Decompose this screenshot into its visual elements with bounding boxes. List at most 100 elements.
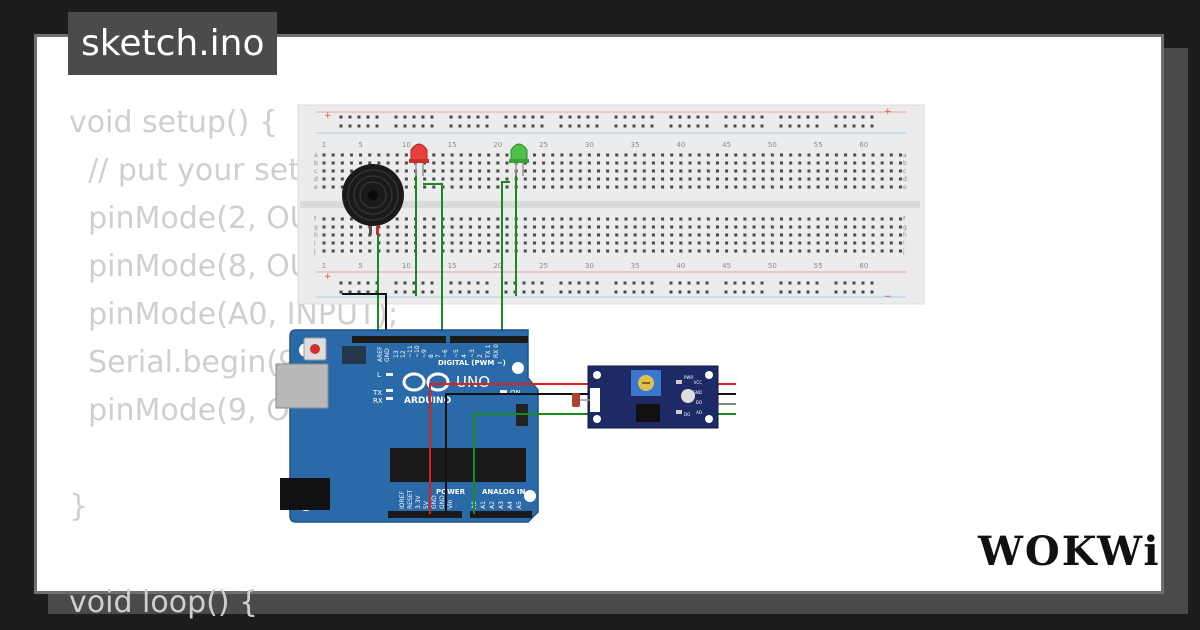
power-pin-label: Vin — [447, 499, 454, 509]
power-pin-label: GND — [431, 495, 438, 509]
digital-pin-label: ~5 — [453, 349, 460, 358]
row-letter: h — [314, 232, 318, 239]
digital-pin-label: RX 0 — [493, 344, 500, 358]
row-letter: e — [314, 184, 318, 191]
column-number: 10 — [402, 141, 411, 149]
column-number: 40 — [676, 262, 685, 270]
sensor-led-label: DO — [684, 412, 690, 417]
column-number: 15 — [448, 262, 457, 270]
column-number: 5 — [358, 141, 362, 149]
column-number: 25 — [539, 262, 548, 270]
power-pin-label: RESET — [407, 489, 414, 509]
digital-pin-label: 8 — [428, 354, 435, 358]
row-letter: j — [313, 248, 316, 255]
row-letter: i — [314, 240, 316, 247]
row-letter: b — [314, 160, 318, 167]
row-letter: g — [903, 224, 907, 231]
code-line: pinMode(A0, INPUT); — [69, 297, 399, 332]
column-number: 30 — [585, 141, 594, 149]
wire-buzzer-black — [342, 293, 387, 338]
sensor-pin-label: VCC — [694, 380, 703, 385]
row-letter: a — [314, 152, 318, 159]
column-number: 35 — [631, 262, 640, 270]
led-green[interactable] — [509, 143, 529, 176]
column-number: 1 — [322, 262, 326, 270]
column-number: 50 — [768, 141, 777, 149]
column-number: 35 — [631, 141, 640, 149]
column-number: 50 — [768, 262, 777, 270]
power-header-label: POWER — [436, 488, 466, 496]
column-number: 45 — [722, 262, 731, 270]
column-number: 55 — [814, 141, 823, 149]
row-letter: h — [903, 232, 907, 239]
analog-pin-label: A3 — [498, 501, 505, 509]
column-number: 60 — [859, 141, 868, 149]
aref-label: AREF — [377, 346, 384, 362]
column-number: 55 — [814, 262, 823, 270]
arduino-uno[interactable]: ARDUINO UNO DIGITAL (PWM ~) POWER ANALOG… — [275, 329, 539, 523]
wokwi-logo: WOKWi — [978, 528, 1161, 575]
column-number: 45 — [722, 141, 731, 149]
rail-plus-label: + — [324, 272, 332, 282]
power-pin-label: IOREF — [399, 491, 406, 509]
column-number: 60 — [859, 262, 868, 270]
column-number: 25 — [539, 141, 548, 149]
wire-green-led-2 — [501, 181, 510, 338]
buzzer[interactable] — [342, 164, 404, 235]
row-letter: d — [903, 176, 907, 183]
gnd-label: GND — [384, 348, 391, 362]
column-number: 5 — [358, 262, 362, 270]
power-pin-label: 3.3V — [415, 494, 422, 509]
code-line: void loop() { — [69, 585, 259, 620]
digital-pin-label: 7 — [435, 354, 442, 358]
row-letter: b — [903, 160, 907, 167]
row-letter: c — [314, 168, 317, 175]
arduino-brand-label: ARDUINO — [404, 396, 452, 406]
code-line: void setup() { — [69, 105, 278, 140]
power-pin-label: 5V — [423, 500, 430, 509]
digital-pin-label: ~6 — [442, 349, 449, 358]
digital-pin-label: 4 — [461, 354, 468, 358]
row-letter: f — [314, 216, 317, 223]
digital-pin-label: ~3 — [469, 349, 476, 358]
digital-pin-label: ~10 — [414, 345, 421, 358]
digital-pin-label: 13 — [393, 350, 400, 358]
column-number: 10 — [402, 262, 411, 270]
sensor-pin-labels: VCC GND DO AO — [693, 380, 702, 415]
analog-pin-label: A4 — [507, 501, 514, 509]
column-number: 30 — [585, 262, 594, 270]
digital-pin-label: TX 1 — [485, 344, 492, 359]
analog-pin-label: A5 — [516, 501, 523, 509]
rail-minus-label: − — [884, 292, 892, 302]
sensor-pin-label: GND — [693, 390, 702, 395]
row-letter: f — [903, 216, 906, 223]
led-red[interactable] — [409, 143, 429, 176]
power-jack — [280, 478, 330, 510]
digital-header-label: DIGITAL (PWM ~) — [438, 359, 506, 367]
wire-red-led-2 — [423, 183, 443, 338]
row-letter: g — [314, 224, 318, 231]
row-letter: i — [903, 240, 905, 247]
column-number: 20 — [493, 262, 502, 270]
analog-pin-label: A2 — [489, 501, 496, 509]
power-pin-label: GND — [439, 495, 446, 509]
sensor-pin-label: AO — [696, 410, 702, 415]
wires[interactable] — [342, 172, 517, 338]
column-number: 20 — [493, 141, 502, 149]
digital-pin-label: ~11 — [407, 345, 414, 358]
rail-plus-label: + — [884, 107, 892, 117]
sensor-pin-label: DO — [696, 400, 702, 405]
column-number: 40 — [676, 141, 685, 149]
sketch-filename-tab[interactable]: sketch.ino — [68, 12, 278, 75]
digital-pin-label: 12 — [400, 350, 407, 358]
arduino-model-label: UNO — [456, 373, 490, 391]
column-number: 15 — [448, 141, 457, 149]
